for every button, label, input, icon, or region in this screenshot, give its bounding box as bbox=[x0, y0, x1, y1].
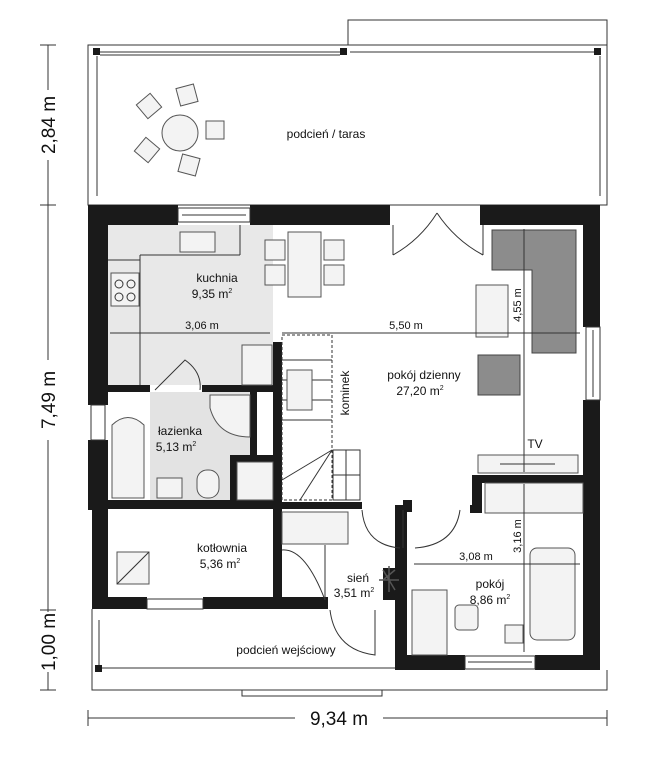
inner-dimension-lines bbox=[110, 229, 580, 652]
fireplace-icon bbox=[286, 369, 313, 411]
label-tv: TV bbox=[527, 437, 542, 451]
label-podcien-wejsciowy: podcień wejściowy bbox=[236, 643, 335, 657]
boiler-room-door[interactable] bbox=[281, 545, 326, 601]
dim-kitchen-width: 3,06 m bbox=[185, 320, 219, 332]
room-door[interactable] bbox=[414, 509, 461, 549]
toilet-icon bbox=[196, 469, 220, 499]
chair-icon bbox=[454, 604, 479, 631]
room-furniture bbox=[411, 482, 584, 656]
wardrobe-icon bbox=[484, 482, 584, 514]
area-lazienka: 5,13 m2 bbox=[156, 440, 197, 454]
area-sien: 3,51 m2 bbox=[334, 586, 375, 600]
stairs-icon bbox=[281, 334, 361, 501]
living-door[interactable] bbox=[361, 509, 404, 549]
shower-tray-icon bbox=[236, 461, 274, 501]
label-pokoj: pokój bbox=[476, 577, 505, 591]
walls bbox=[88, 205, 600, 670]
label-taras: podcień / taras bbox=[287, 127, 366, 141]
closet-icon bbox=[281, 511, 349, 545]
label-sien: sień bbox=[347, 571, 369, 585]
terrace-door[interactable] bbox=[392, 212, 484, 256]
dim-house: 7,49 m bbox=[39, 371, 60, 429]
label-kuchnia: kuchnia bbox=[196, 271, 238, 285]
area-kuchnia: 9,35 m2 bbox=[192, 287, 233, 301]
stove-icon bbox=[110, 272, 140, 307]
dim-total-width: 9,34 m bbox=[310, 709, 368, 730]
area-pokoj: 8,86 m2 bbox=[470, 593, 511, 607]
label-pokoj-dzienny: pokój dzienny bbox=[387, 368, 460, 382]
dim-porch: 1,00 m bbox=[39, 613, 60, 671]
sofa-icon bbox=[491, 229, 577, 354]
boiler-icon bbox=[241, 344, 273, 386]
washbasin-icon bbox=[156, 477, 183, 499]
terrace-outline bbox=[87, 19, 608, 206]
entry-door[interactable] bbox=[329, 609, 376, 656]
dining-table-icon bbox=[264, 231, 345, 298]
bed-icon bbox=[529, 547, 576, 641]
plant-icon bbox=[379, 566, 399, 592]
dim-terrace: 2,84 m bbox=[39, 96, 60, 154]
kitchen-furniture bbox=[108, 225, 273, 386]
label-kominek: kominek bbox=[338, 370, 352, 416]
dim-room-depth: 3,16 m bbox=[512, 519, 524, 553]
living-furniture bbox=[475, 229, 579, 474]
label-lazienka: łazienka bbox=[158, 424, 202, 438]
area-kotlownia: 5,36 m2 bbox=[200, 557, 241, 571]
dim-living-width: 5,50 m bbox=[389, 320, 423, 332]
desk-icon bbox=[411, 589, 448, 656]
porch-outline bbox=[91, 609, 608, 697]
label-kotlownia: kotłownia bbox=[197, 541, 247, 555]
dim-room-width: 3,08 m bbox=[459, 551, 493, 563]
armchair-icon bbox=[477, 354, 521, 396]
bathroom-fixtures bbox=[111, 359, 251, 499]
outer-dimension-lines bbox=[40, 44, 608, 726]
bathtub-icon bbox=[111, 417, 145, 499]
windows bbox=[90, 207, 601, 670]
terrace-table-set-icon bbox=[133, 83, 225, 177]
dim-living-depth: 4,55 m bbox=[512, 288, 524, 322]
shower-icon bbox=[209, 394, 251, 438]
bathroom-door bbox=[154, 359, 201, 391]
area-pokoj-dzienny: 27,20 m2 bbox=[396, 384, 443, 398]
coffee-table-icon bbox=[475, 284, 509, 338]
nightstand-icon bbox=[504, 624, 524, 644]
sink-icon bbox=[179, 231, 216, 253]
